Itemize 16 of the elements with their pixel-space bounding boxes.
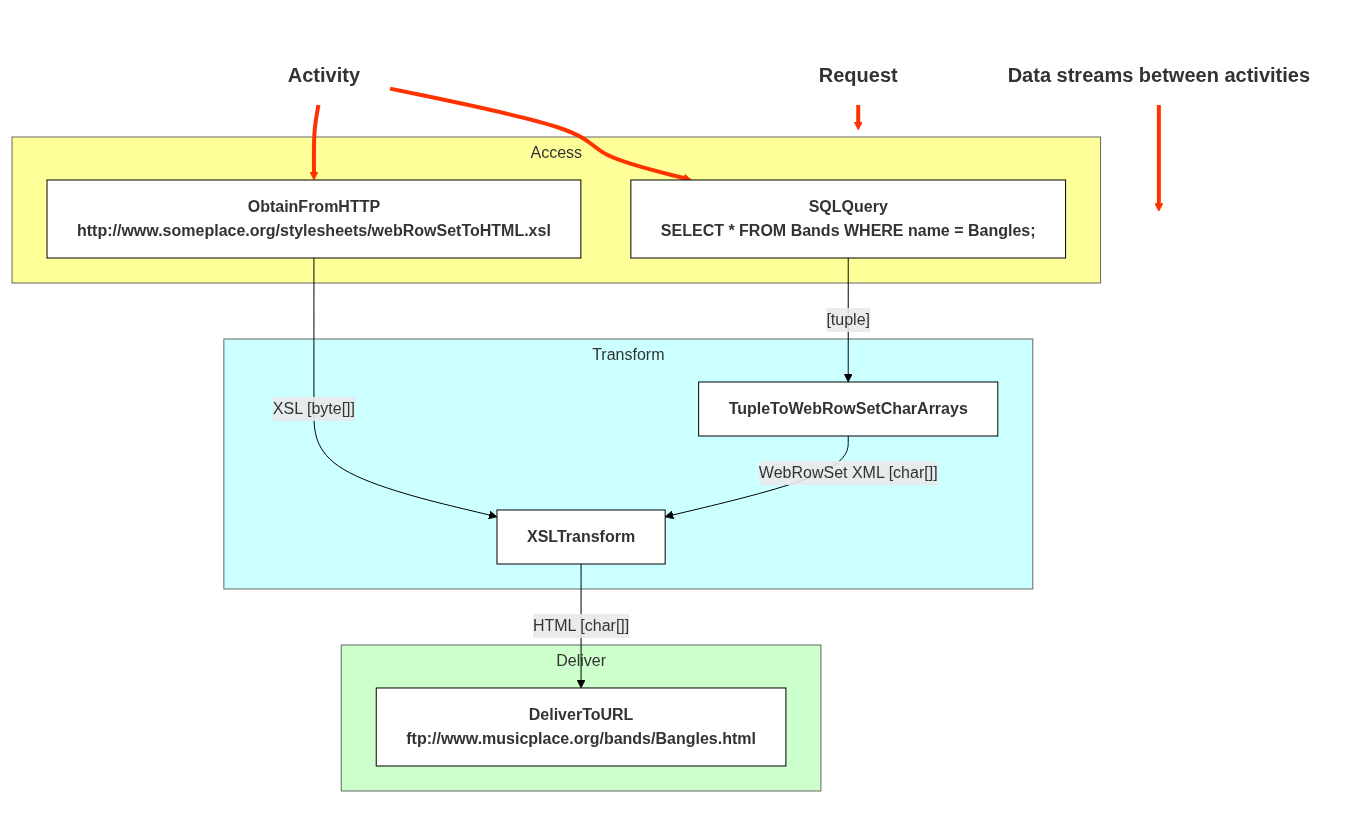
node-box: SQLQuery SELECT * FROM Bands WHERE name = Bangles; — [630, 179, 1067, 259]
node-box: TupleToWebRowSetCharArrays — [698, 381, 999, 437]
node-box: DeliverToURL ftp://www.musicplace.org/bands/Bangles.html — [376, 687, 787, 767]
arrow — [310, 104, 321, 181]
node-box: ObtainFromHTTP http://www.someplace.org/stylesheets/webRowSetToHTML.xsl — [47, 179, 582, 259]
node-text: Data streams between activities — [1008, 64, 1311, 86]
node-box: XSLTransform — [496, 509, 667, 565]
node-text: Request — [819, 64, 899, 86]
arrow — [854, 105, 864, 131]
edge-label: [tuple] — [826, 310, 871, 328]
edge-label: HTML [char[]] — [533, 616, 630, 634]
node-text: Activity — [288, 64, 361, 86]
edge-label: WebRowSet XML [char[]] — [759, 463, 939, 481]
edge-label: XSL [byte[]] — [273, 399, 356, 417]
arrow — [313, 257, 498, 520]
arrow — [1154, 105, 1164, 212]
